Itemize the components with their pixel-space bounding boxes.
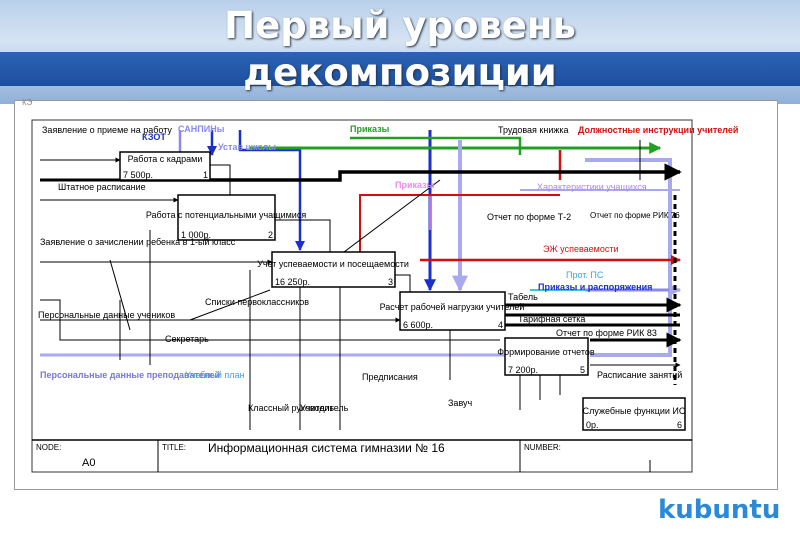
output-rik76: Отчет по форме РИК 76 — [590, 211, 680, 220]
output-tarif: Тарифная сетка — [518, 314, 585, 324]
output-rik83: Отчет по форме РИК 83 — [556, 328, 657, 338]
activity-box-1[interactable]: Работа с кадрами 7 500р. 1 — [119, 151, 211, 181]
input-label-4: Персональные данные учеников — [38, 310, 175, 320]
input-label-1: Заявление о приеме на работу — [42, 125, 172, 135]
box-5-cost: 7 200р. — [508, 365, 538, 375]
box-1-cost: 7 500р. — [123, 170, 153, 180]
arrow-pink-2 — [360, 194, 431, 230]
control-trud: Трудовая книжка — [498, 125, 569, 135]
box-6-cost: 0р. — [586, 420, 599, 430]
diagram-footer: NODE: A0 TITLE: Информационная система г… — [32, 439, 692, 472]
footer-title-label: TITLE: — [162, 443, 186, 452]
box-4-num: 4 — [498, 320, 503, 330]
box-5-label: Формирование отчетов — [497, 347, 595, 357]
flow-arrows — [40, 140, 682, 430]
activity-box-3[interactable]: Учет успеваемости и посещаемости 16 250р… — [257, 251, 409, 288]
control-prikazy-mid: Приказы — [395, 180, 435, 190]
mech-sekretar: Секретарь — [165, 334, 209, 344]
activity-box-6[interactable]: Служебные функции ИС 0р. 6 — [582, 397, 686, 431]
box-4-label: Расчет рабочей нагрузки учителей — [380, 302, 525, 312]
output-t2: Отчет по форме Т-2 — [487, 212, 571, 222]
box-5-num: 5 — [580, 365, 585, 375]
arrow-purple-right — [585, 158, 672, 357]
box-2-cost: 1 000р. — [181, 230, 211, 240]
mech-spiski: Списки первоклассников — [205, 297, 309, 307]
activity-box-4[interactable]: Расчет рабочей нагрузки учителей 6 600р.… — [380, 291, 525, 331]
activity-box-2[interactable]: Работа с потенциальными учащимися 1 000р… — [146, 194, 307, 241]
kubuntu-logo: kubuntu — [658, 495, 781, 525]
mech-uchitel: Учитель — [300, 403, 334, 413]
footer-number-label: NUMBER: — [524, 443, 561, 452]
mech-klruk: Классный руководитель — [248, 403, 349, 413]
arrow-ustav — [238, 130, 305, 251]
input-label-2: Штатное расписание — [58, 182, 146, 192]
mech-predpisaniya: Предписания — [362, 372, 418, 382]
footer-title-value: Информационная система гимназии № 16 — [208, 441, 445, 455]
box-1-label: Работа с кадрами — [128, 154, 203, 164]
control-arrows — [40, 130, 682, 357]
arrow-red-mid — [359, 194, 560, 260]
control-prikazy-top: Приказы — [350, 124, 390, 134]
slide-title-line1: Первый уровень — [224, 4, 576, 47]
output-prikazy-rasp: Приказы и распоряжения — [538, 282, 652, 292]
output-tabel: Табель — [508, 292, 538, 302]
box-2-num: 2 — [268, 230, 273, 240]
input-label-5: Персональные данные преподавателей — [40, 370, 220, 380]
title-band — [0, 52, 800, 86]
control-ustav: Устав школы — [218, 142, 276, 152]
diagram-border — [31, 119, 693, 473]
control-sanpiny: САНПИНы — [178, 124, 225, 134]
output-ezh: ЭЖ успеваемости — [543, 244, 618, 254]
mech-uchplan: Учебный план — [185, 370, 245, 380]
box-2-label: Работа с потенциальными учащимися — [146, 210, 307, 220]
slide-title: Первый уровень декомпозиции — [0, 2, 800, 96]
box-3-cost: 16 250р. — [275, 277, 310, 287]
footer-node-label: NODE: — [36, 443, 61, 452]
box-3-label: Учет успеваемости и посещаемости — [257, 259, 409, 269]
box-6-label: Служебные функции ИС — [583, 406, 686, 416]
mech-zavuch: Завуч — [448, 398, 473, 408]
output-raspisanie: Расписание занятий — [597, 370, 682, 380]
footer-node-value: A0 — [82, 457, 95, 469]
control-dolzh: Должностные инструкции учителей — [578, 125, 738, 135]
tab-label: КЭ — [22, 98, 33, 107]
box-6-num: 6 — [677, 420, 682, 430]
box-4-cost: 6 600р. — [403, 320, 433, 330]
input-label-3: Заявление о зачислении ребенка в 1-ый кл… — [40, 237, 236, 247]
output-prot-ps: Прот. ПС — [566, 270, 604, 280]
control-kzot: КЗОТ — [142, 132, 166, 142]
control-harakt: Характеристики учащихся — [537, 182, 647, 192]
activity-box-5[interactable]: Формирование отчетов 7 200р. 5 — [497, 337, 595, 376]
box-3-num: 3 — [388, 277, 393, 287]
slide-title-line2: декомпозиции — [243, 51, 557, 94]
box-1-num: 1 — [203, 170, 208, 180]
